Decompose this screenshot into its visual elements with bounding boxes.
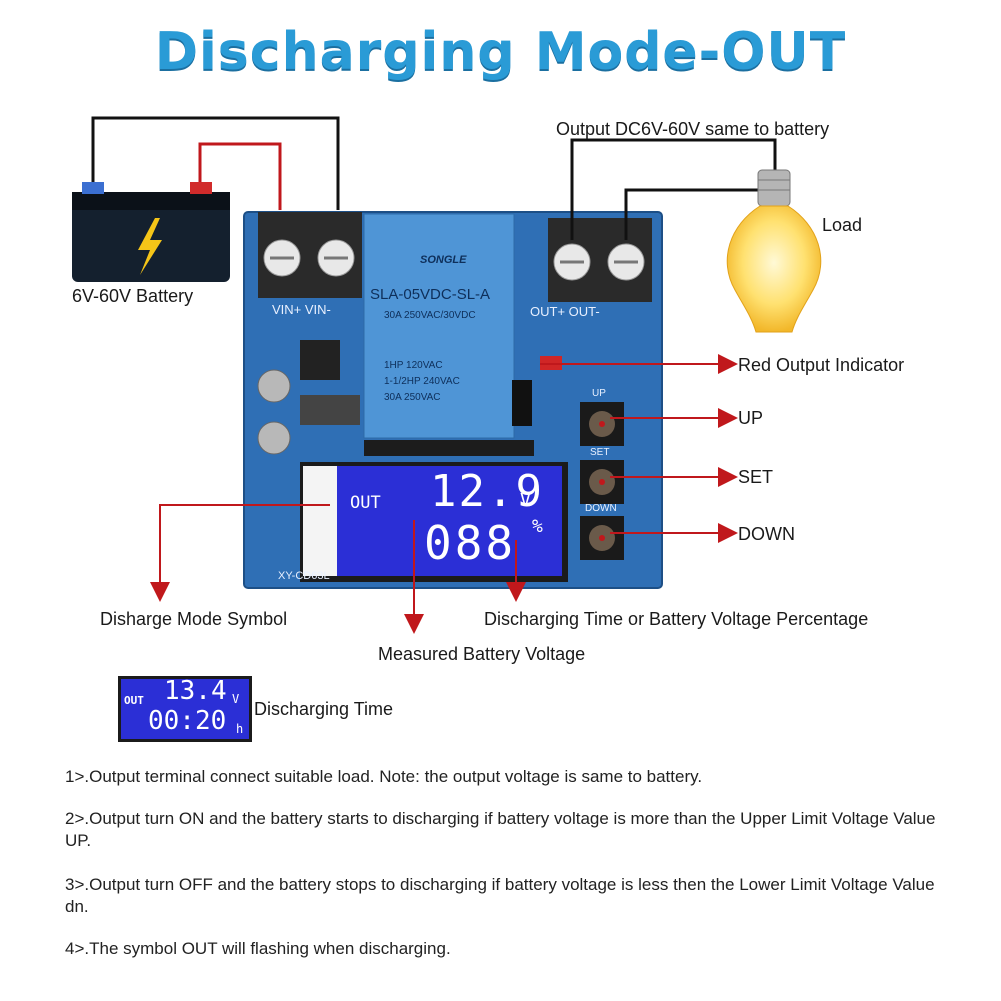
lcd-out-symbol: OUT xyxy=(350,493,381,513)
battery-label: 6V-60V Battery xyxy=(72,286,194,306)
load-label: Load xyxy=(822,215,863,235)
set-button[interactable]: SET xyxy=(590,447,610,458)
wire-out-positive xyxy=(570,138,777,240)
wire-negative xyxy=(91,116,340,210)
down-label: DOWN xyxy=(738,524,795,544)
discharge-symbol-label: Disharge Mode Symbol xyxy=(100,609,288,629)
note-1: 1>.Output terminal connect suitable load… xyxy=(65,767,703,786)
page-title: Discharging Mode-OUT xyxy=(154,22,847,82)
small-lcd-out: OUT xyxy=(124,694,144,707)
relay-brand: SONGLE xyxy=(420,254,467,266)
relay-spec2: 1HP 120VAC xyxy=(384,360,443,371)
arrow-discharge-symbol xyxy=(150,504,330,602)
note-3: 3>.Output turn OFF and the battery stops… xyxy=(65,875,935,916)
relay-spec1: 30A 250VAC/30VDC xyxy=(384,310,476,321)
note-4: 4>.The symbol OUT will flashing when dis… xyxy=(65,939,451,958)
wire-positive xyxy=(198,142,282,210)
output-label: Output DC6V-60V same to battery xyxy=(556,119,830,139)
battery-icon xyxy=(72,182,230,282)
board-model: XY-CD63L xyxy=(278,570,330,582)
control-board xyxy=(243,211,663,589)
relay-model: SLA-05VDC-SL-A xyxy=(370,286,491,303)
red-indicator-label: Red Output Indicator xyxy=(738,355,905,375)
relay-spec4: 30A 250VAC xyxy=(384,392,441,403)
set-label: SET xyxy=(738,467,774,487)
lcd-pct-unit: % xyxy=(532,516,543,537)
lcd-v-unit: V xyxy=(520,490,531,511)
small-lcd-time-unit: h xyxy=(236,722,244,736)
time-or-percent-label: Discharging Time or Battery Voltage Perc… xyxy=(484,609,869,629)
up-button[interactable]: UP xyxy=(592,388,606,399)
up-label: UP xyxy=(738,408,764,428)
wire-out-negative xyxy=(624,188,768,240)
small-lcd-time: 00:20 xyxy=(148,706,227,736)
note-2: 2>.Output turn ON and the battery starts… xyxy=(65,809,936,850)
small-lcd-v-unit: V xyxy=(232,692,240,706)
discharging-time-label: Discharging Time xyxy=(254,699,394,719)
relay-spec3: 1-1/2HP 240VAC xyxy=(384,376,460,387)
small-lcd-voltage: 13.4 xyxy=(164,676,227,706)
out-label: OUT+ OUT- xyxy=(530,304,600,319)
measured-voltage-label: Measured Battery Voltage xyxy=(378,644,586,664)
lcd-voltage: 12.9 xyxy=(430,466,544,517)
lcd-percent: 088 xyxy=(424,516,517,570)
vin-label: VIN+ VIN- xyxy=(272,302,331,317)
down-button[interactable]: DOWN xyxy=(585,503,617,514)
light-bulb-icon xyxy=(726,169,822,333)
